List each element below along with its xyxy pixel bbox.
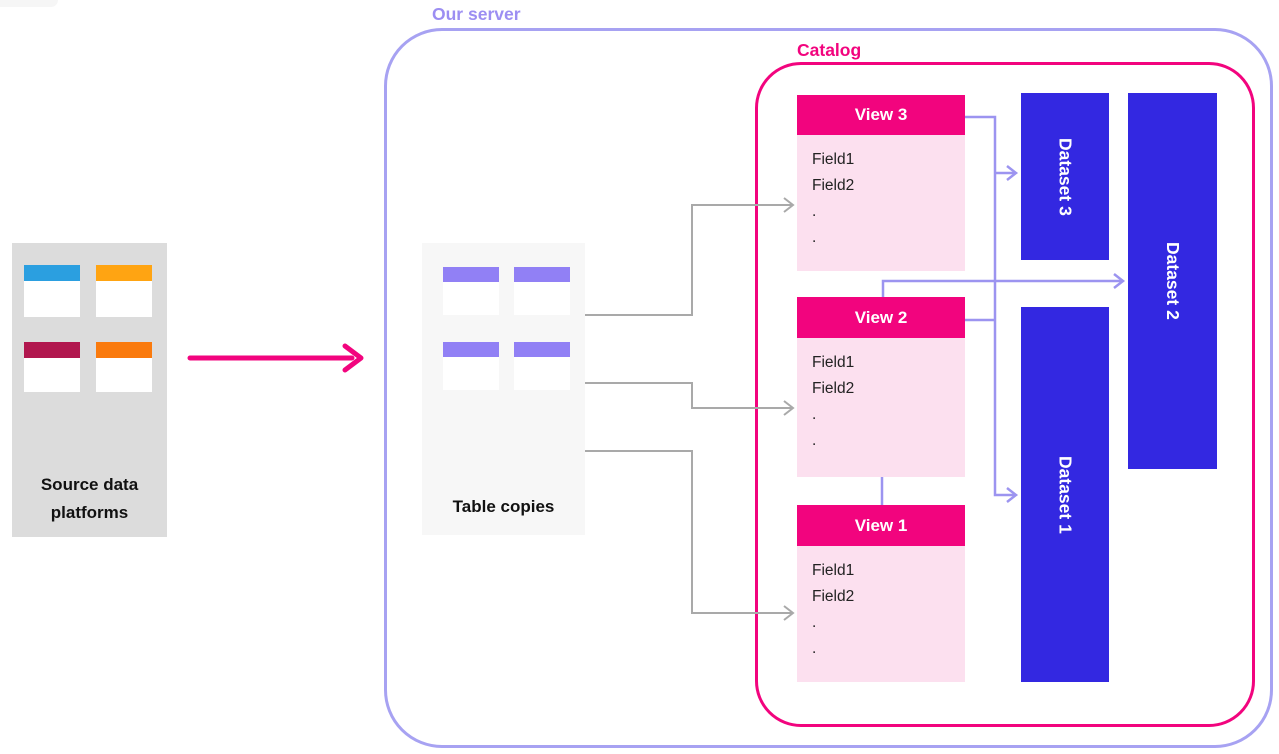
table-icon-source-1 <box>24 265 80 317</box>
table-icon-copy-4 <box>514 342 570 390</box>
view-1-field: . <box>812 640 817 657</box>
table-icon-source-3 <box>24 342 80 392</box>
server-label: Our server <box>432 4 521 24</box>
view-2-field: Field1 <box>812 354 855 371</box>
table-icon-copy-1 <box>443 267 499 315</box>
server-container <box>384 28 1273 748</box>
table-header-blue <box>24 265 80 281</box>
view-3-title: View 3 <box>797 95 965 135</box>
view-2-body: Field1 Field2 . . <box>797 338 965 477</box>
arrow-source-to-server <box>187 343 364 373</box>
copies-box-label: Table copies <box>452 497 555 516</box>
view-1-field: . <box>812 614 817 631</box>
table-icon-source-2 <box>96 265 152 317</box>
dataset-3-box: Dataset 3 <box>1021 93 1109 260</box>
view-1-field: Field1 <box>812 562 855 579</box>
corner-fragment <box>0 0 58 7</box>
view-3-field: . <box>812 229 817 246</box>
source-box-label-line1: Source data <box>40 475 139 494</box>
source-box-label: Source data platforms <box>12 471 167 527</box>
view-2-box: View 2 Field1 Field2 . . <box>797 297 965 477</box>
view-1-field: Field2 <box>812 588 855 605</box>
view-2-title: View 2 <box>797 297 965 338</box>
source-box-label-line2: platforms <box>50 503 129 522</box>
table-header-crimson <box>24 342 80 358</box>
view-1-box: View 1 Field1 Field2 . . <box>797 505 965 682</box>
table-header-purple <box>514 267 570 282</box>
view-3-field: Field1 <box>812 151 855 168</box>
view-1-title: View 1 <box>797 505 965 546</box>
dataset-1-box: Dataset 1 <box>1021 307 1109 682</box>
catalog-label: Catalog <box>797 40 862 60</box>
source-data-platforms-box: Source data platforms <box>12 243 167 537</box>
table-copies-box: Table copies <box>422 243 585 535</box>
table-header-purple <box>443 342 499 357</box>
table-icon-copy-2 <box>514 267 570 315</box>
table-icon-source-4 <box>96 342 152 392</box>
table-icon-copy-3 <box>443 342 499 390</box>
table-header-purple <box>443 267 499 282</box>
table-header-orange <box>96 342 152 358</box>
table-header-purple <box>514 342 570 357</box>
view-1-body: Field1 Field2 . . <box>797 546 965 682</box>
dataset-2-box: Dataset 2 <box>1128 93 1217 469</box>
view-3-body: Field1 Field2 . . <box>797 135 965 271</box>
dataset-2-label: Dataset 2 <box>1163 242 1183 320</box>
view-2-field: . <box>812 432 817 449</box>
view-3-field: . <box>812 203 817 220</box>
view-3-box: View 3 Field1 Field2 . . <box>797 95 965 271</box>
view-2-field: Field2 <box>812 380 855 397</box>
dataset-1-label: Dataset 1 <box>1055 455 1076 534</box>
dataset-3-label: Dataset 3 <box>1055 137 1076 216</box>
view-3-field: Field2 <box>812 177 855 194</box>
table-header-amber <box>96 265 152 281</box>
view-2-field: . <box>812 406 817 423</box>
